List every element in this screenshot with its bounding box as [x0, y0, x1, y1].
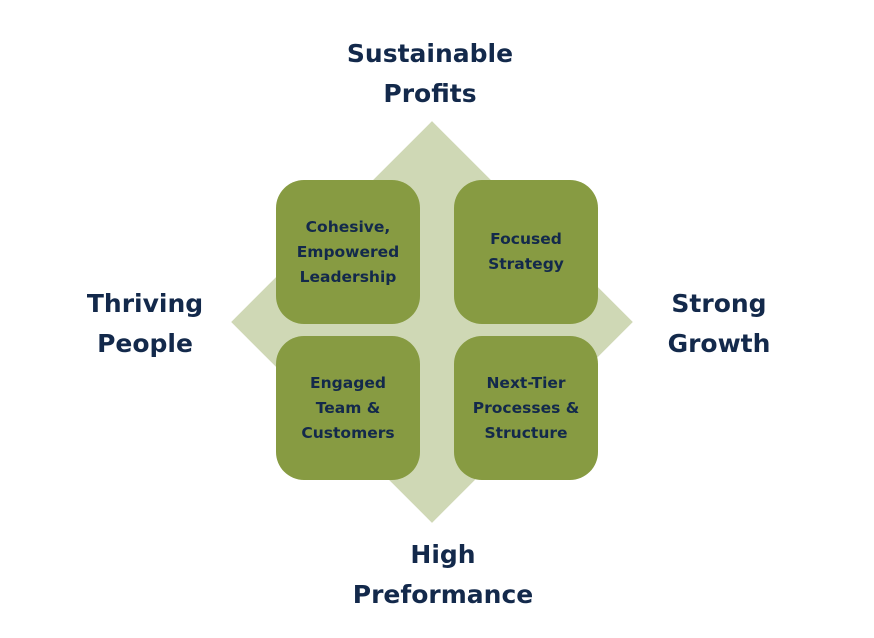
label-high-performance: High Preformance	[352, 540, 534, 609]
tile-cohesive-leadership: Cohesive, Empowered Leadership	[276, 180, 420, 324]
tile-label: Focused Strategy	[488, 230, 564, 273]
tile-label: Cohesive, Empowered Leadership	[296, 217, 400, 286]
label-sustainable-profits: Sustainable Profits	[346, 39, 514, 108]
label-thriving-people: Thriving People	[86, 289, 204, 358]
tile-next-tier-processes: Next-Tier Processes & Structure	[454, 336, 598, 480]
tile-engaged-team: Engaged Team & Customers	[276, 336, 420, 480]
tile-label: Engaged Team & Customers	[301, 373, 395, 442]
tile-focused-strategy: Focused Strategy	[454, 180, 598, 324]
label-strong-growth: Strong Growth	[667, 289, 771, 358]
tile-label: Next-Tier Processes & Structure	[472, 373, 580, 442]
